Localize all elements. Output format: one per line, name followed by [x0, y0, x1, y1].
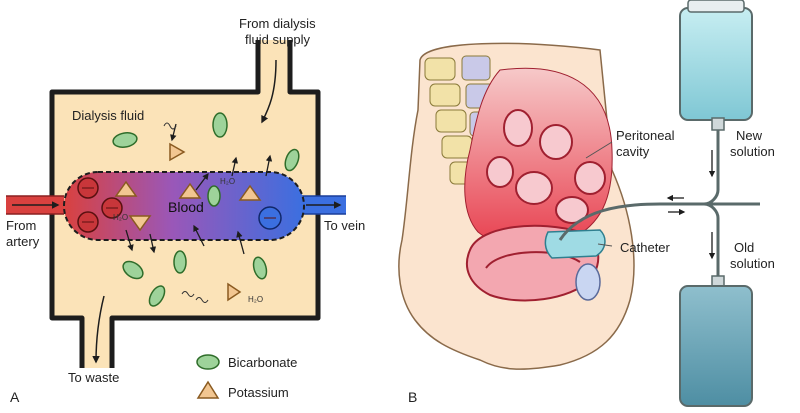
legend-potassium-label: Potassium [228, 385, 289, 400]
to-waste-label: To waste [68, 370, 119, 385]
to-vein-label: To vein [324, 218, 365, 233]
intestine-loops [486, 109, 606, 224]
from-artery-label-line2: artery [6, 234, 40, 249]
new-solution-label-line1: New [736, 128, 763, 143]
label-pointers [585, 141, 613, 247]
panel-a-hemodialysis: H₂O H₂O H₂O From dialysis fluid supply D… [6, 16, 365, 405]
panel-a-letter: A [10, 389, 20, 405]
new-solution-bag [679, 0, 753, 131]
potassium-icon [227, 282, 242, 302]
peritoneal-cavity-label-line1: Peritoneal [616, 128, 675, 143]
potassium-legend-icon [196, 380, 220, 399]
water-squiggles [163, 122, 209, 303]
potassium-icon [114, 180, 138, 197]
potassium-molecules [114, 142, 262, 302]
bicarbonate-icon [212, 112, 228, 138]
waste-flow-arrow [92, 295, 105, 364]
dialysis-fluid-label: Dialysis fluid [72, 108, 144, 123]
blood-label: Blood [168, 199, 204, 215]
water-label: H₂O [248, 295, 263, 304]
new-solution-label-line2: solution [730, 144, 775, 159]
bicarbonate-icon [207, 185, 221, 207]
bicarbonate-icon [252, 256, 268, 280]
from-artery-label-line1: From [6, 218, 36, 233]
peritoneal-cavity [464, 67, 613, 248]
old-solution-label-line1: Old [734, 240, 754, 255]
potassium-icon [128, 215, 152, 232]
bladder [575, 263, 601, 301]
tubing-arrows [666, 150, 716, 260]
water-label: H₂O [113, 213, 128, 222]
water-label: H₂O [220, 177, 235, 186]
peritoneal-cavity-label-line2: cavity [616, 144, 650, 159]
supply-flow-arrow [261, 59, 277, 124]
potassium-icon [169, 142, 186, 162]
old-solution-bag [679, 275, 753, 407]
panel-b-letter: B [408, 389, 417, 405]
legend: Bicarbonate Potassium [196, 354, 297, 400]
potassium-icon [238, 184, 262, 201]
supply-label-line2: fluid supply [245, 32, 311, 47]
tubing [703, 128, 720, 280]
legend-bicarbonate-label: Bicarbonate [228, 355, 297, 370]
panel-b-peritoneal-dialysis: Peritoneal cavity New solution Catheter … [398, 0, 775, 407]
catheter-tube [558, 202, 714, 241]
bicarbonate-legend-icon [196, 354, 220, 370]
catheter-label: Catheter [620, 240, 671, 255]
bicarbonate-molecules [112, 112, 300, 307]
dialysate-pool [544, 229, 606, 259]
bicarbonate-icon [148, 285, 166, 307]
bicarbonate-icon [122, 260, 144, 280]
supply-label-line1: From dialysis [239, 16, 316, 31]
old-solution-label-line2: solution [730, 256, 775, 271]
bicarbonate-icon [173, 250, 187, 274]
bicarbonate-icon [284, 148, 300, 172]
bicarbonate-icon [112, 132, 138, 148]
diffusion-arrows [125, 123, 273, 255]
potassium-icon [178, 182, 202, 199]
